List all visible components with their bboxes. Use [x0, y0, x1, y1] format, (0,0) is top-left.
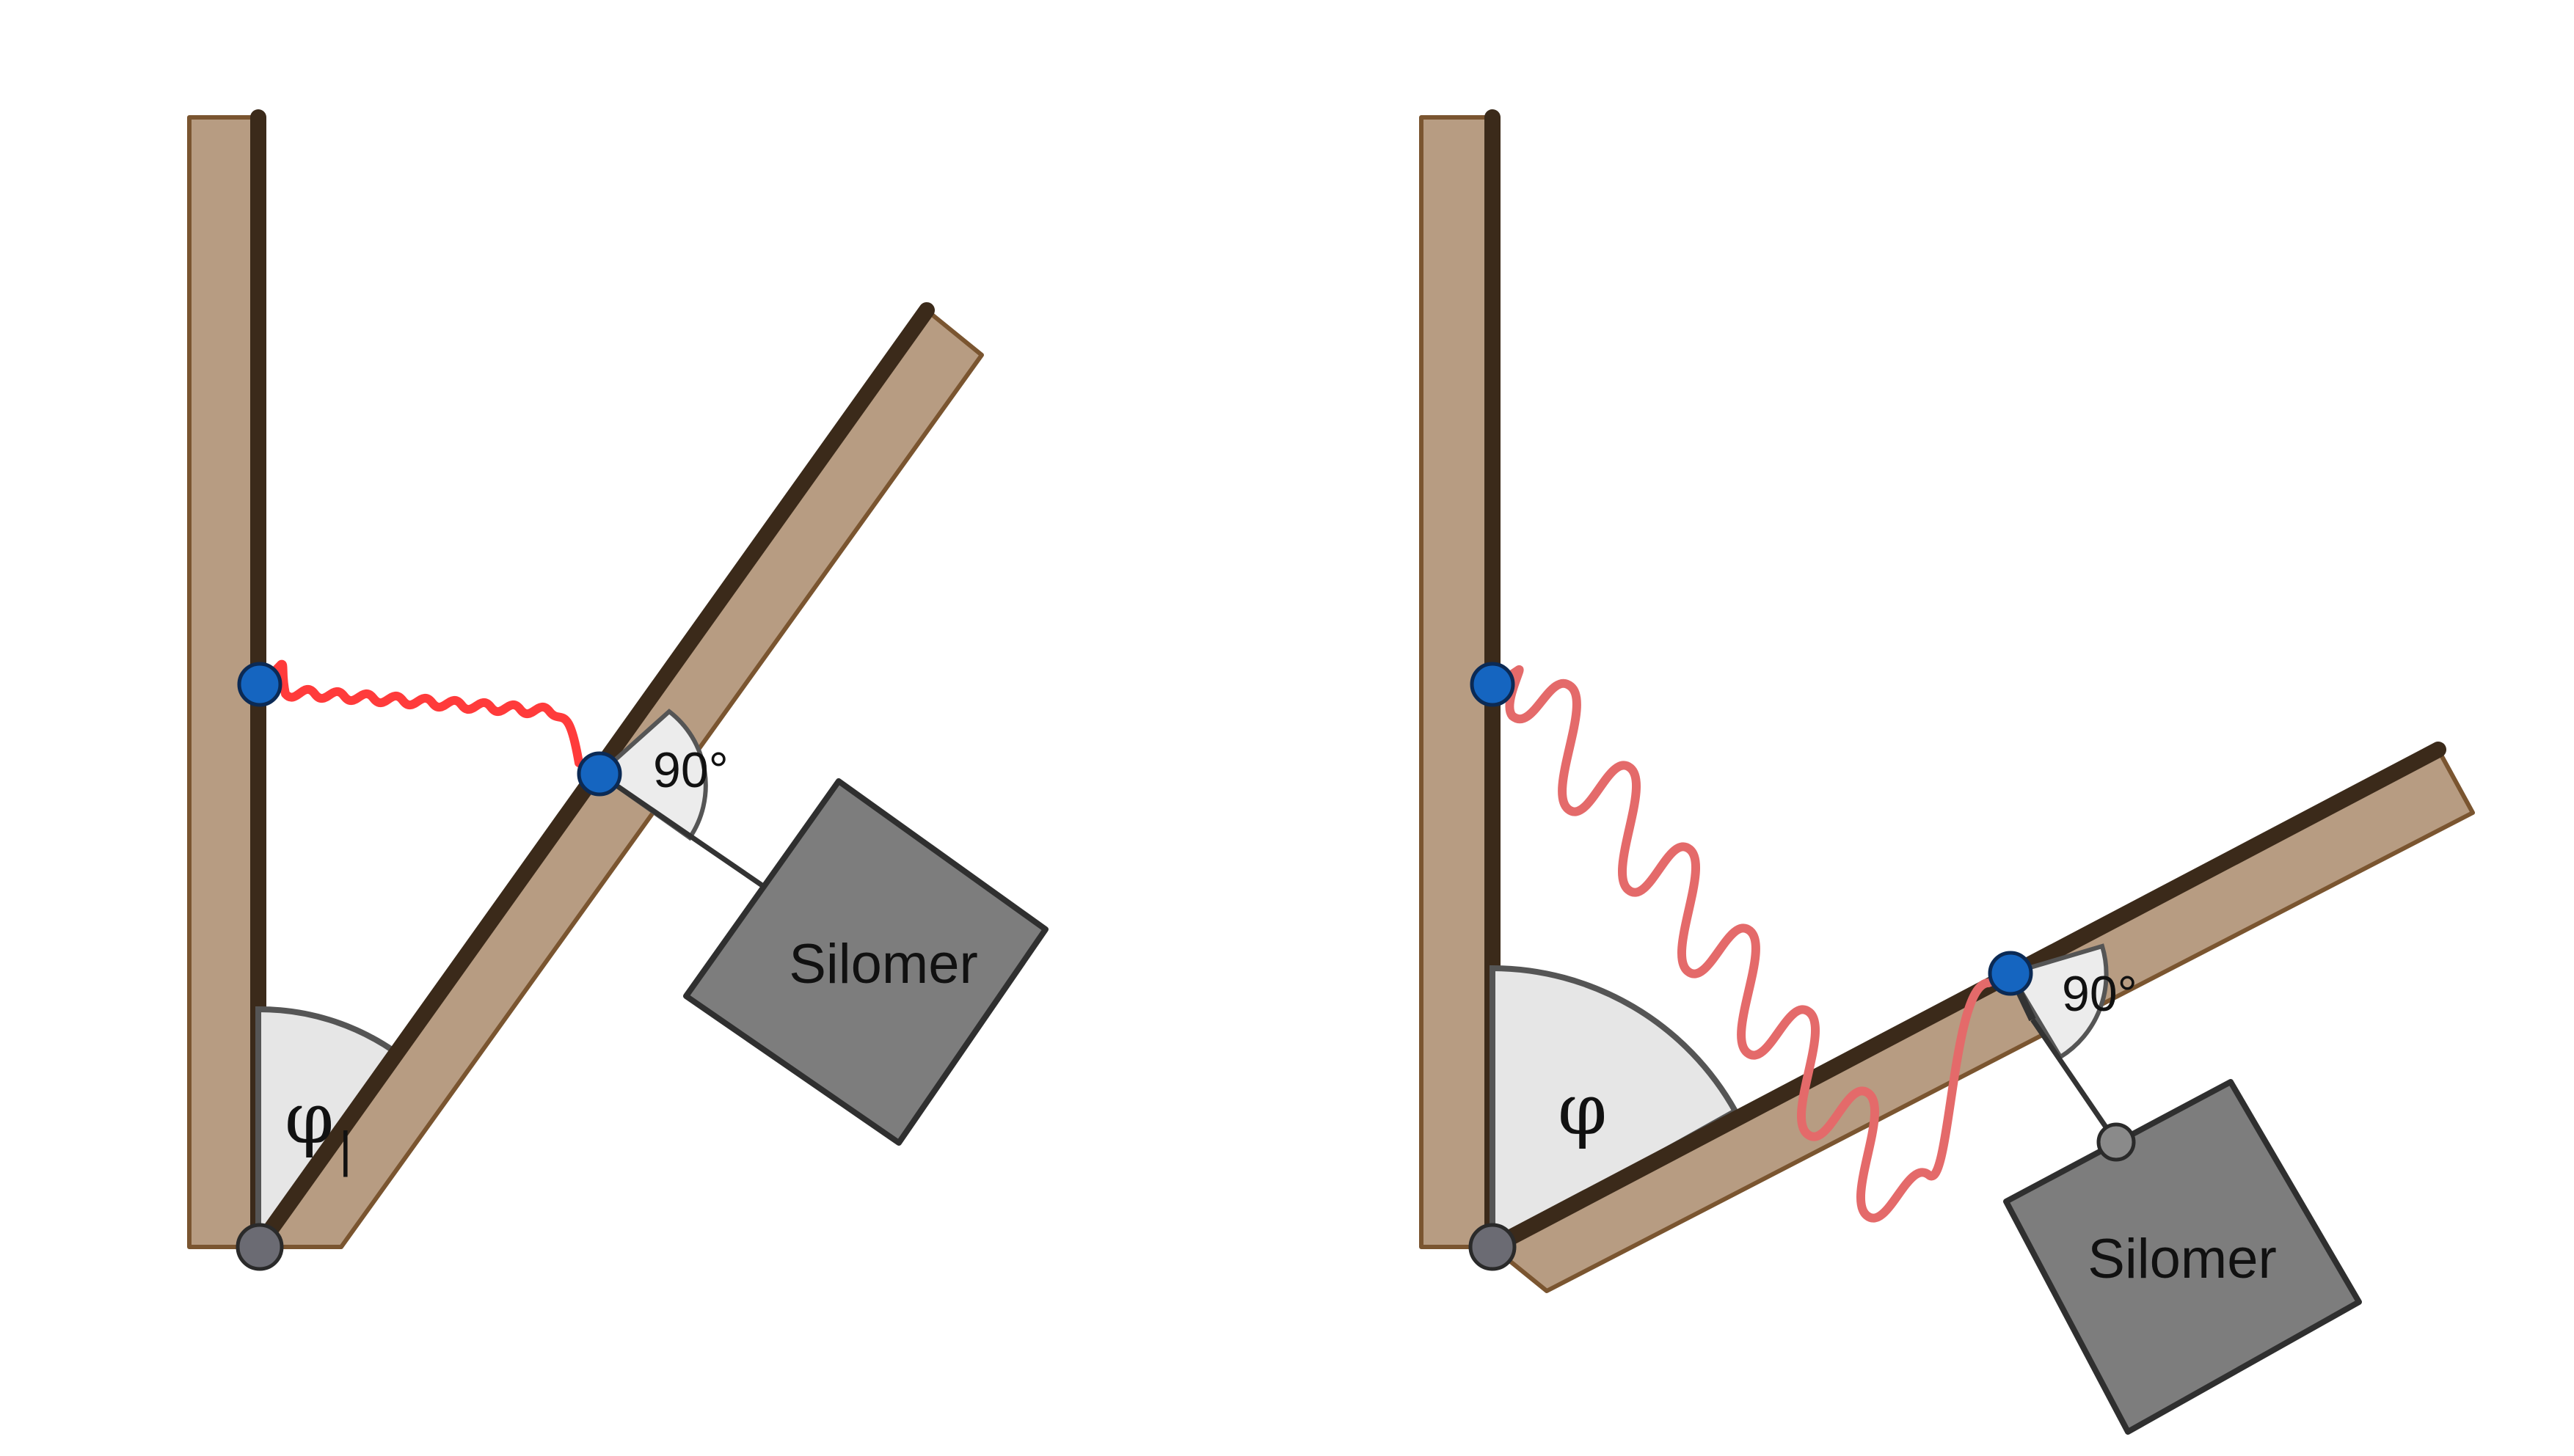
left-spring [258, 659, 604, 778]
left-right-angle-marker [596, 709, 708, 841]
left-pivot-point[interactable] [236, 1223, 284, 1271]
right-silomer-box [2003, 1079, 2362, 1435]
left-angle-phi-tick: | [339, 1122, 352, 1177]
right-box-hook-point[interactable] [2096, 1122, 2136, 1162]
left-spring-anchor-point[interactable] [237, 662, 282, 707]
left-silomer-label: Silomer [789, 933, 978, 995]
right-angle-phi-label: φ [1558, 1069, 1607, 1151]
right-right-angle-label: 90° [2062, 966, 2137, 1022]
right-angle-phi-sector [1490, 965, 1740, 1252]
left-right-angle-label: 90° [653, 742, 729, 798]
right-spring [1492, 665, 2015, 1223]
right-figure: Silomer 90° φ [1419, 109, 2475, 1435]
right-spring-attach-point[interactable] [1988, 951, 2033, 996]
right-hanging-wire-lower [2030, 1018, 2118, 1144]
left-angle-phi-label: φ [285, 1078, 334, 1160]
left-figure: Silomer 90° φ | [187, 109, 1049, 1271]
right-silomer-label: Silomer [2088, 1228, 2277, 1290]
left-spring-attach-point[interactable] [577, 751, 622, 797]
right-pivot-point[interactable] [1468, 1223, 1517, 1271]
left-silomer-box [683, 778, 1049, 1146]
right-rotating-beam-edge [1484, 742, 2446, 1255]
right-right-angle-marker [2007, 943, 2109, 1061]
left-hanging-wire [598, 772, 767, 890]
right-spring-anchor-point[interactable] [1470, 662, 1515, 707]
